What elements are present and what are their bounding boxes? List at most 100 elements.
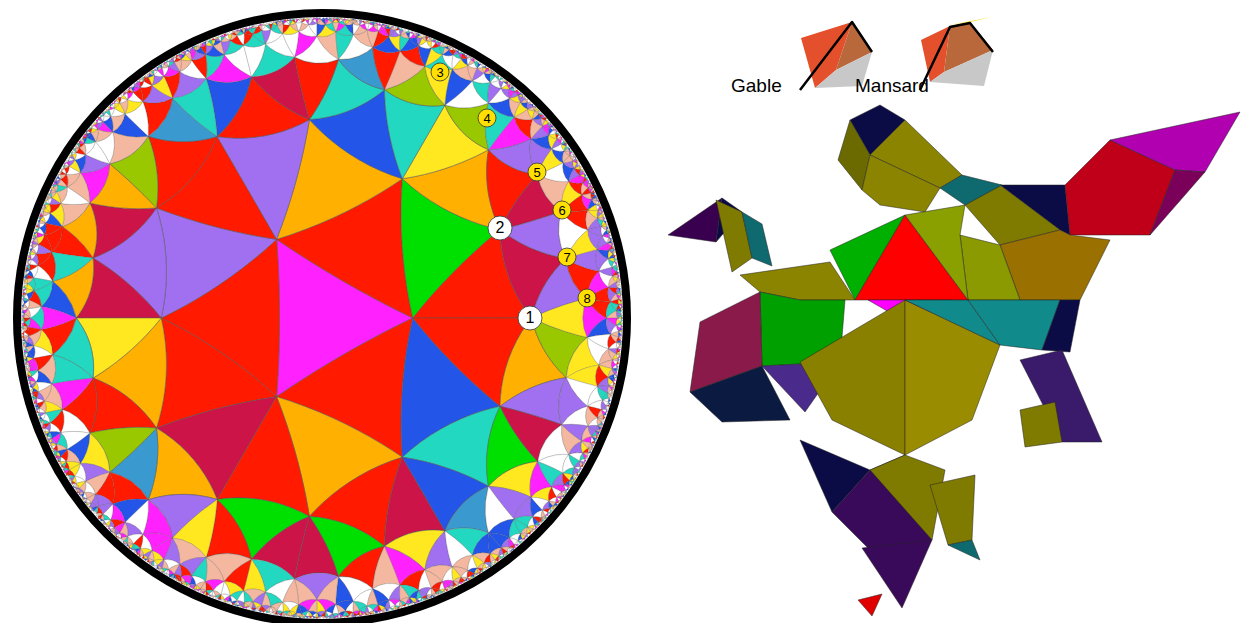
tiling-triangle <box>562 495 564 497</box>
tiling-triangle <box>515 541 519 545</box>
tiling-triangle <box>525 99 527 102</box>
tiling-triangle <box>499 556 503 559</box>
tiling-triangle <box>24 352 28 354</box>
tiling-triangle <box>521 527 528 534</box>
tiling-triangle <box>452 587 454 589</box>
tiling-triangle <box>573 475 577 477</box>
tiling-triangle <box>515 544 519 546</box>
tiling-triangle <box>118 97 121 99</box>
tiling-triangle <box>577 163 579 166</box>
tiling-triangle <box>490 73 495 81</box>
tiling-triangle <box>445 103 489 150</box>
tiling-triangle <box>192 46 194 48</box>
tiling-triangle <box>563 155 573 163</box>
tiling-triangle <box>376 612 378 614</box>
tiling-triangle <box>126 89 128 92</box>
tiling-triangle <box>103 111 106 113</box>
tiling-triangle <box>515 91 519 95</box>
tiling-triangle <box>66 449 80 463</box>
tiling-triangle <box>367 30 378 47</box>
tiling-triangle <box>33 236 36 238</box>
tiling-triangle <box>103 523 106 525</box>
tiling-triangle <box>621 306 623 308</box>
tiling-triangle <box>189 48 191 51</box>
tiling-triangle <box>478 572 481 574</box>
tiling-triangle <box>37 223 39 225</box>
tiling-triangle <box>32 388 38 392</box>
tiling-triangle <box>103 115 111 121</box>
tiling-triangle <box>37 411 39 413</box>
tiling-triangle <box>24 279 26 282</box>
tiling-triangle <box>609 342 618 349</box>
tiling-triangle <box>449 586 453 589</box>
tiling-triangle <box>70 155 75 160</box>
tiling-triangle <box>501 82 507 89</box>
tiling-triangle <box>224 34 227 37</box>
tiling-triangle <box>481 569 483 572</box>
tiling-triangle <box>232 32 237 36</box>
tiling-triangle <box>63 468 65 471</box>
tiling-triangle <box>587 453 589 456</box>
tiling-triangle <box>45 432 49 435</box>
tiling-triangle <box>616 311 621 318</box>
tiling-triangle <box>38 220 40 224</box>
tiling-triangle <box>598 418 604 423</box>
tiling-triangle <box>61 409 90 433</box>
tiling-triangle <box>608 393 612 396</box>
tiling-triangle <box>613 382 615 385</box>
tiling-triangle <box>124 91 127 93</box>
tiling-triangle <box>542 518 545 520</box>
tiling-triangle <box>202 591 206 594</box>
tiling-triangle <box>23 342 26 347</box>
tiling-triangle <box>452 47 454 49</box>
tiling-triangle <box>84 133 86 135</box>
tiling-triangle <box>89 507 92 509</box>
tiling-triangle <box>346 23 354 34</box>
tiling-triangle <box>33 234 36 237</box>
tiling-triangle <box>36 408 39 411</box>
tiling-triangle <box>499 77 503 80</box>
tiling-triangle <box>296 613 302 616</box>
tiling-triangle <box>596 202 599 204</box>
tiling-triangle <box>445 589 448 591</box>
tiling-triangle <box>592 195 596 199</box>
tiling-triangle <box>533 517 542 523</box>
tiling-triangle <box>283 603 290 613</box>
tiling-triangle <box>68 157 70 160</box>
tiling-triangle <box>373 611 375 614</box>
tiling-triangle <box>616 282 619 287</box>
tiling-triangle <box>114 522 125 533</box>
tiling-triangle <box>90 203 157 258</box>
tiling-triangle <box>561 137 563 140</box>
tiling-triangle <box>589 185 592 188</box>
tiling-triangle <box>51 192 60 204</box>
tiling-triangle <box>591 189 594 193</box>
tiling-triangle <box>169 59 171 61</box>
tiling-triangle <box>306 616 309 618</box>
tiling-triangle <box>621 325 623 328</box>
tiling-triangle <box>24 279 27 284</box>
tiling-triangle <box>616 288 620 294</box>
tiling-triangle <box>52 184 54 187</box>
tiling-triangle <box>248 607 252 610</box>
tiling-triangle <box>440 42 443 45</box>
tiling-triangle <box>436 40 439 42</box>
tiling-triangle <box>64 470 69 473</box>
tiling-triangle <box>282 612 284 615</box>
tiling-triangle <box>212 596 216 598</box>
tiling-triangle <box>312 616 315 618</box>
tiling-triangle <box>292 19 296 22</box>
tiling-triangle <box>565 490 567 493</box>
tiling-triangle <box>48 441 50 443</box>
tiling-triangle <box>273 611 278 614</box>
tiling-triangle <box>205 582 213 591</box>
tiling-triangle <box>606 226 608 230</box>
tiling-triangle <box>616 348 619 353</box>
tiling-triangle <box>273 22 278 25</box>
tiling-triangle <box>221 40 230 54</box>
tiling-triangle <box>49 203 61 213</box>
tiling-triangle <box>419 45 432 66</box>
tiling-triangle <box>587 180 589 183</box>
tiling-triangle <box>77 491 79 493</box>
tiling-triangle <box>69 155 71 158</box>
